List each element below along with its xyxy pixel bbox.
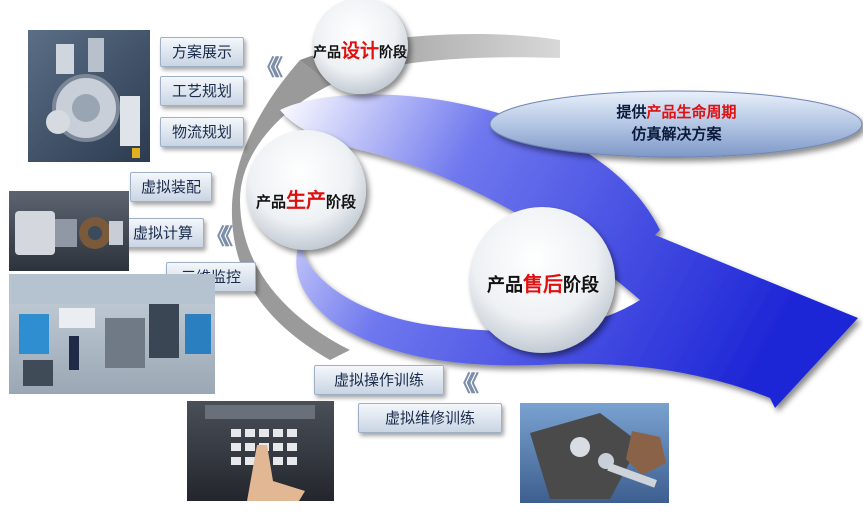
production-stage-label: 产品生产阶段 bbox=[246, 184, 366, 213]
design-item-logistics[interactable]: 物流规划 bbox=[160, 117, 244, 147]
production-stage-circle bbox=[246, 130, 366, 250]
design-stage-circle bbox=[312, 0, 408, 94]
production-stage-prefix: 产品 bbox=[255, 193, 286, 211]
lifecycle-text: 提供产品生命周期 仿真解决方案 bbox=[492, 101, 861, 145]
lifecycle-highlight: 产品生命周期 bbox=[646, 103, 737, 121]
production-stage-suffix: 阶段 bbox=[326, 193, 357, 211]
design-stage-highlight: 设计 bbox=[340, 40, 379, 62]
assembly-photo bbox=[9, 191, 129, 271]
lifecycle-ellipse bbox=[489, 90, 863, 158]
repair-photo bbox=[520, 403, 669, 503]
lifecycle-prefix: 提供 bbox=[616, 103, 647, 121]
aftersales-item-operation[interactable]: 虚拟操作训练 bbox=[314, 365, 444, 395]
production-chevron-icon: 《《 bbox=[206, 225, 233, 250]
design-stage-prefix: 产品 bbox=[312, 45, 341, 61]
design-item-scheme[interactable]: 方案展示 bbox=[160, 37, 244, 67]
design-chevron-icon: 《《 bbox=[256, 56, 283, 81]
aftersales-stage-highlight: 售后 bbox=[523, 272, 563, 296]
factory-photo bbox=[9, 274, 215, 394]
grey-arc-lower bbox=[231, 60, 350, 360]
design-item-process[interactable]: 工艺规划 bbox=[160, 76, 244, 106]
production-item-assembly[interactable]: 虚拟装配 bbox=[130, 172, 212, 202]
keypad-photo bbox=[187, 401, 334, 501]
aftersales-stage-prefix: 产品 bbox=[487, 275, 523, 296]
aftersales-item-repair[interactable]: 虚拟维修训练 bbox=[358, 403, 502, 433]
design-stage-suffix: 阶段 bbox=[379, 45, 407, 61]
aftersales-chevron-icon: 《《 bbox=[452, 372, 479, 397]
aftersales-stage-label: 产品售后阶段 bbox=[470, 268, 616, 297]
blue-arrow bbox=[280, 94, 858, 408]
engine-photo bbox=[28, 30, 150, 162]
aftersales-stage-suffix: 阶段 bbox=[563, 275, 599, 296]
aftersales-stage-circle bbox=[469, 207, 615, 353]
lifecycle-line2: 仿真解决方案 bbox=[631, 125, 722, 143]
design-stage-label: 产品设计阶段 bbox=[306, 36, 414, 63]
production-stage-highlight: 生产 bbox=[286, 188, 326, 212]
production-item-computation[interactable]: 虚拟计算 bbox=[122, 218, 204, 248]
